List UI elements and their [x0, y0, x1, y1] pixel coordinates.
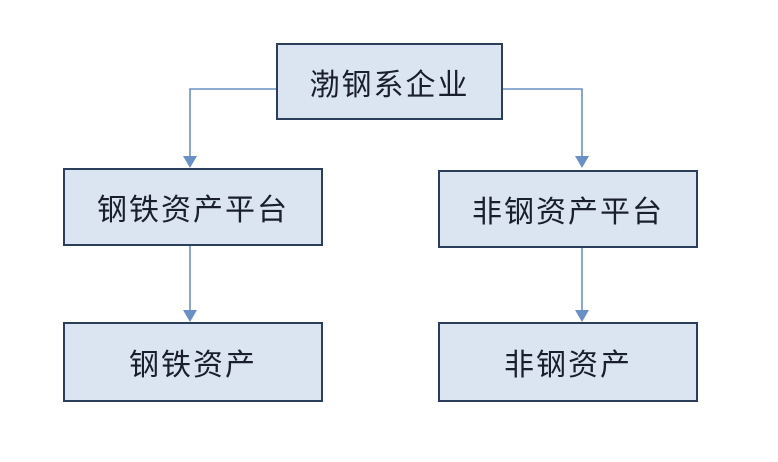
steel-asset-platform-label: 钢铁资产平台	[97, 193, 289, 228]
non-steel-assets-node: 非钢资产	[438, 322, 698, 402]
non-steel-asset-platform-label: 非钢资产平台	[472, 195, 664, 230]
root-node-label: 渤钢系企业	[309, 67, 470, 103]
arrowheads	[183, 156, 589, 322]
arrowhead-right-leaf	[575, 310, 589, 322]
steel-assets-label: 钢铁资产	[129, 348, 257, 383]
non-steel-assets-label: 非钢资产	[504, 348, 632, 383]
connector-root-right	[503, 88, 583, 158]
connectors	[189, 88, 583, 312]
arrowhead-right-branch	[575, 156, 589, 168]
arrowhead-left-leaf	[183, 310, 197, 322]
connector-root-left	[189, 88, 276, 158]
steel-assets-node: 钢铁资产	[63, 322, 323, 402]
non-steel-asset-platform-node: 非钢资产平台	[438, 170, 698, 248]
steel-asset-platform-node: 钢铁资产平台	[63, 168, 323, 246]
arrowhead-left-branch	[183, 156, 197, 168]
root-node: 渤钢系企业	[276, 43, 503, 120]
